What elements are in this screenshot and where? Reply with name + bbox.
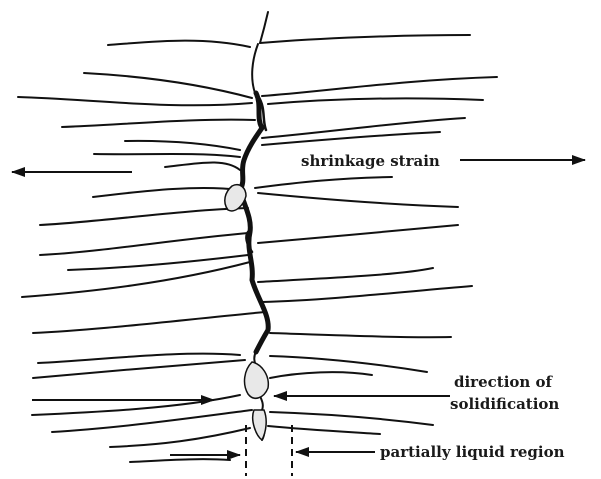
grain-boundaries-right [252, 12, 497, 434]
shrinkage-strain-label: shrinkage strain [301, 152, 440, 170]
partial-region-dashes [246, 425, 292, 476]
grain-boundaries-left [18, 41, 265, 462]
partially-liquid-region-label: partially liquid region [380, 443, 565, 461]
direction-label-line2: solidification [450, 395, 559, 413]
direction-label-line1: direction of [454, 373, 554, 391]
